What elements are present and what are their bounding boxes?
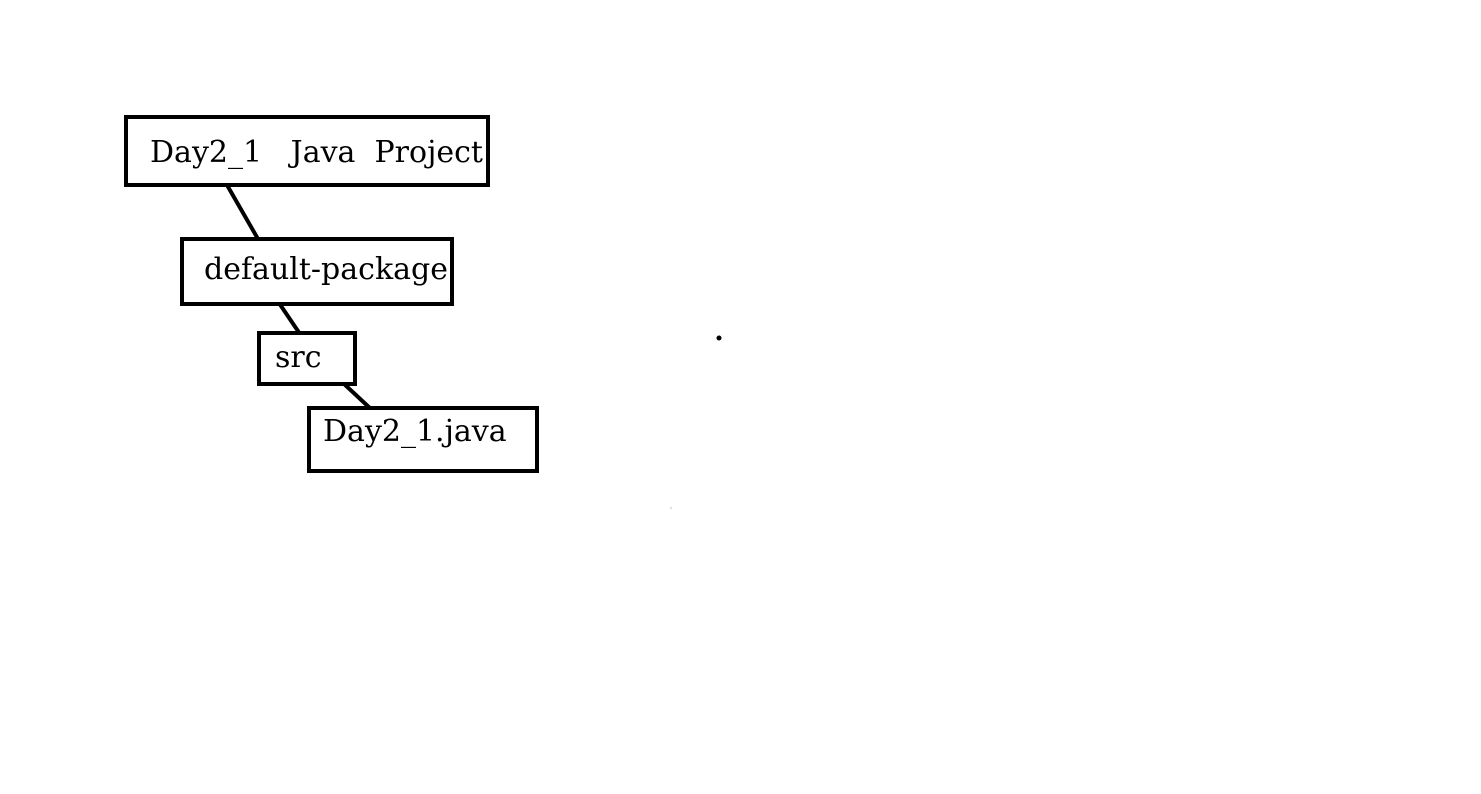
node-src-label: src <box>275 340 322 375</box>
node-package-label: default-package <box>204 252 448 287</box>
node-file-label: Day2_1.java <box>323 414 507 449</box>
node-project-box <box>124 115 490 187</box>
node-project: Day2_1 Java Project <box>124 115 490 187</box>
link-package-to-src <box>277 301 302 336</box>
link-project-to-package <box>225 183 260 241</box>
link-src-to-file <box>340 380 374 412</box>
node-src-box <box>257 331 357 386</box>
node-file-box <box>307 406 539 473</box>
stray-dot <box>716 335 722 341</box>
node-src: src <box>257 331 357 386</box>
node-package-box <box>180 237 454 306</box>
stray-speck <box>670 507 672 509</box>
node-package: default-package <box>180 237 454 306</box>
node-project-label: Day2_1 Java Project <box>150 135 483 170</box>
node-file: Day2_1.java <box>307 406 539 473</box>
